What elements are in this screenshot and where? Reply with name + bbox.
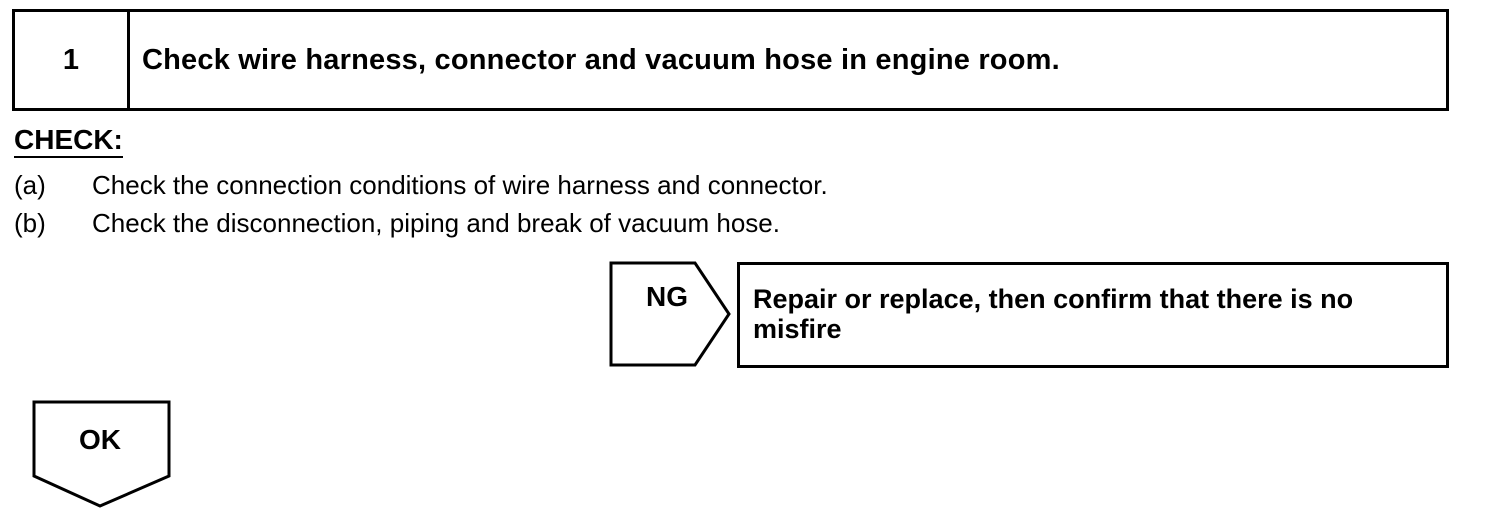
check-item-text: Check the disconnection, piping and brea…	[92, 208, 780, 238]
step-header-box: 1 Check wire harness, connector and vacu…	[12, 9, 1449, 111]
check-item-a: (a) Check the connection conditions of w…	[14, 166, 828, 204]
check-list: (a) Check the connection conditions of w…	[14, 166, 828, 242]
ng-label: NG	[646, 281, 688, 312]
check-heading: CHECK:	[14, 124, 123, 158]
step-title: Check wire harness, connector and vacuum…	[142, 43, 1060, 76]
check-item-marker: (b)	[14, 208, 46, 238]
ok-arrow-shape	[32, 400, 171, 508]
step-number: 1	[15, 12, 130, 108]
ng-action-box: Repair or replace, then confirm that the…	[737, 262, 1449, 368]
check-item-marker: (a)	[14, 170, 46, 200]
check-item-text: Check the connection conditions of wire …	[92, 170, 828, 200]
ng-action-text: Repair or replace, then confirm that the…	[753, 284, 1354, 344]
ng-arrow-shape	[609, 261, 731, 367]
ok-label: OK	[79, 424, 121, 455]
check-item-b: (b) Check the disconnection, piping and …	[14, 204, 828, 242]
